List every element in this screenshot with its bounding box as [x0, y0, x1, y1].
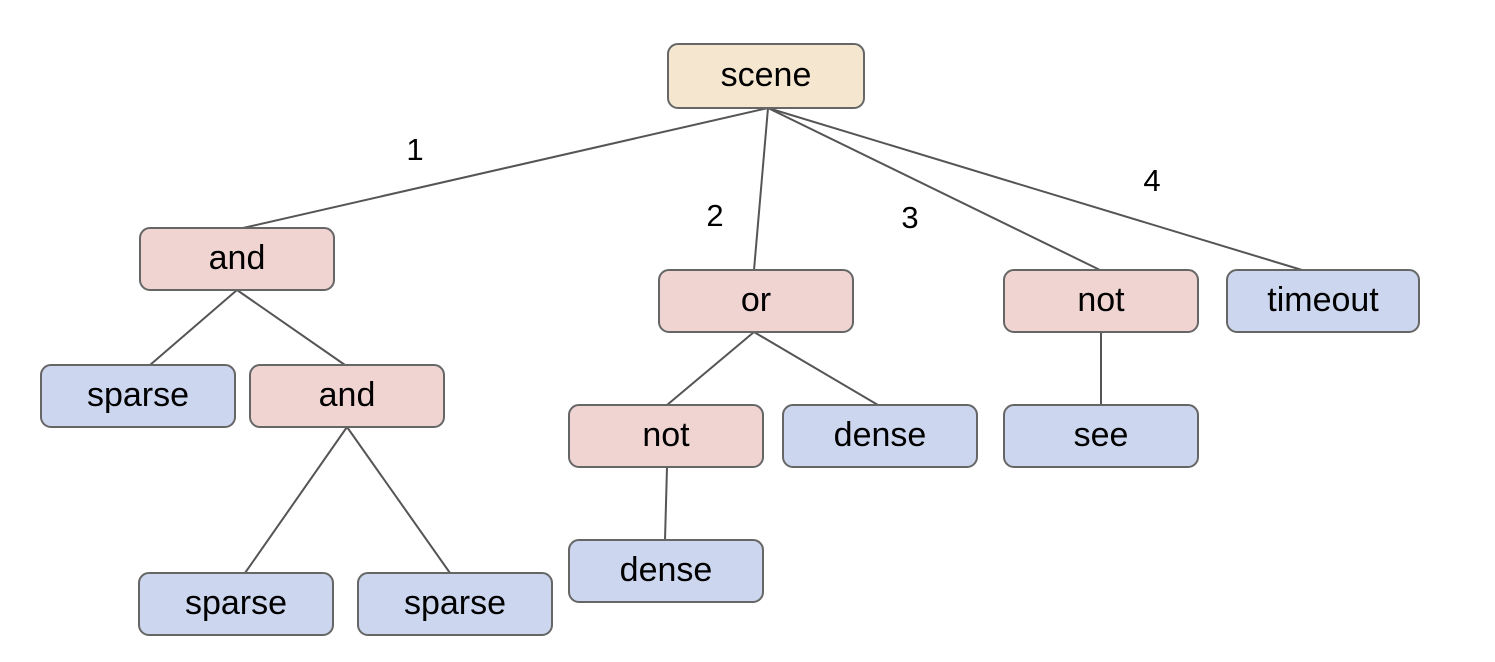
edge-label: 2	[706, 198, 723, 233]
tree-node[interactable]: and	[139, 227, 335, 291]
tree-node[interactable]: timeout	[1226, 269, 1420, 333]
node-box[interactable]	[667, 43, 865, 109]
node-label: not	[642, 416, 690, 454]
edge-label: 1	[406, 132, 423, 167]
node-label: sparse	[404, 584, 506, 622]
tree-edge	[242, 107, 769, 229]
tree-edge	[664, 466, 668, 541]
node-box[interactable]	[40, 364, 236, 428]
tree-node[interactable]: scene	[667, 43, 865, 109]
node-label: sparse	[87, 376, 189, 414]
tree-node[interactable]: sparse	[138, 572, 334, 636]
tree-edge	[767, 107, 1101, 271]
node-label: not	[1077, 281, 1125, 319]
tree-edge	[666, 331, 755, 406]
tree-edge	[346, 426, 451, 574]
node-box[interactable]	[568, 539, 764, 603]
edge-label: 3	[901, 200, 918, 235]
tree-node[interactable]: and	[249, 364, 445, 428]
node-label: see	[1074, 416, 1129, 454]
node-label: and	[319, 376, 376, 414]
tree-edge	[149, 289, 238, 366]
node-box[interactable]	[658, 269, 854, 333]
tree-node[interactable]: not	[1003, 269, 1199, 333]
node-box[interactable]	[1003, 269, 1199, 333]
tree-node[interactable]: sparse	[357, 572, 553, 636]
tree-edge	[244, 426, 348, 574]
node-box[interactable]	[1003, 404, 1199, 468]
edges-layer	[149, 107, 1303, 574]
tree-edge	[236, 289, 346, 366]
tree-node[interactable]: or	[658, 269, 854, 333]
nodes-layer: scene and or not timeout sparse and not dense see…	[40, 43, 1420, 636]
tree-edge	[753, 107, 769, 271]
tree-node[interactable]: see	[1003, 404, 1199, 468]
node-box[interactable]	[249, 364, 445, 428]
node-box[interactable]	[568, 404, 764, 468]
node-box[interactable]	[782, 404, 978, 468]
node-label: dense	[834, 416, 927, 454]
node-label: scene	[721, 56, 812, 94]
node-label: and	[209, 239, 266, 277]
tree-edge	[753, 331, 879, 406]
node-label: timeout	[1267, 281, 1379, 319]
tree-edge	[767, 107, 1303, 271]
node-box[interactable]	[138, 572, 334, 636]
tree-node[interactable]: dense	[568, 539, 764, 603]
tree-node[interactable]: sparse	[40, 364, 236, 428]
node-box[interactable]	[1226, 269, 1420, 333]
tree-node[interactable]: dense	[782, 404, 978, 468]
edge-labels-layer: 1 2 3 4	[406, 132, 1160, 235]
node-label: sparse	[185, 584, 287, 622]
node-label: dense	[620, 551, 713, 589]
node-label: or	[741, 281, 771, 319]
node-box[interactable]	[139, 227, 335, 291]
node-box[interactable]	[357, 572, 553, 636]
edge-label: 4	[1143, 163, 1160, 198]
tree-node[interactable]: not	[568, 404, 764, 468]
